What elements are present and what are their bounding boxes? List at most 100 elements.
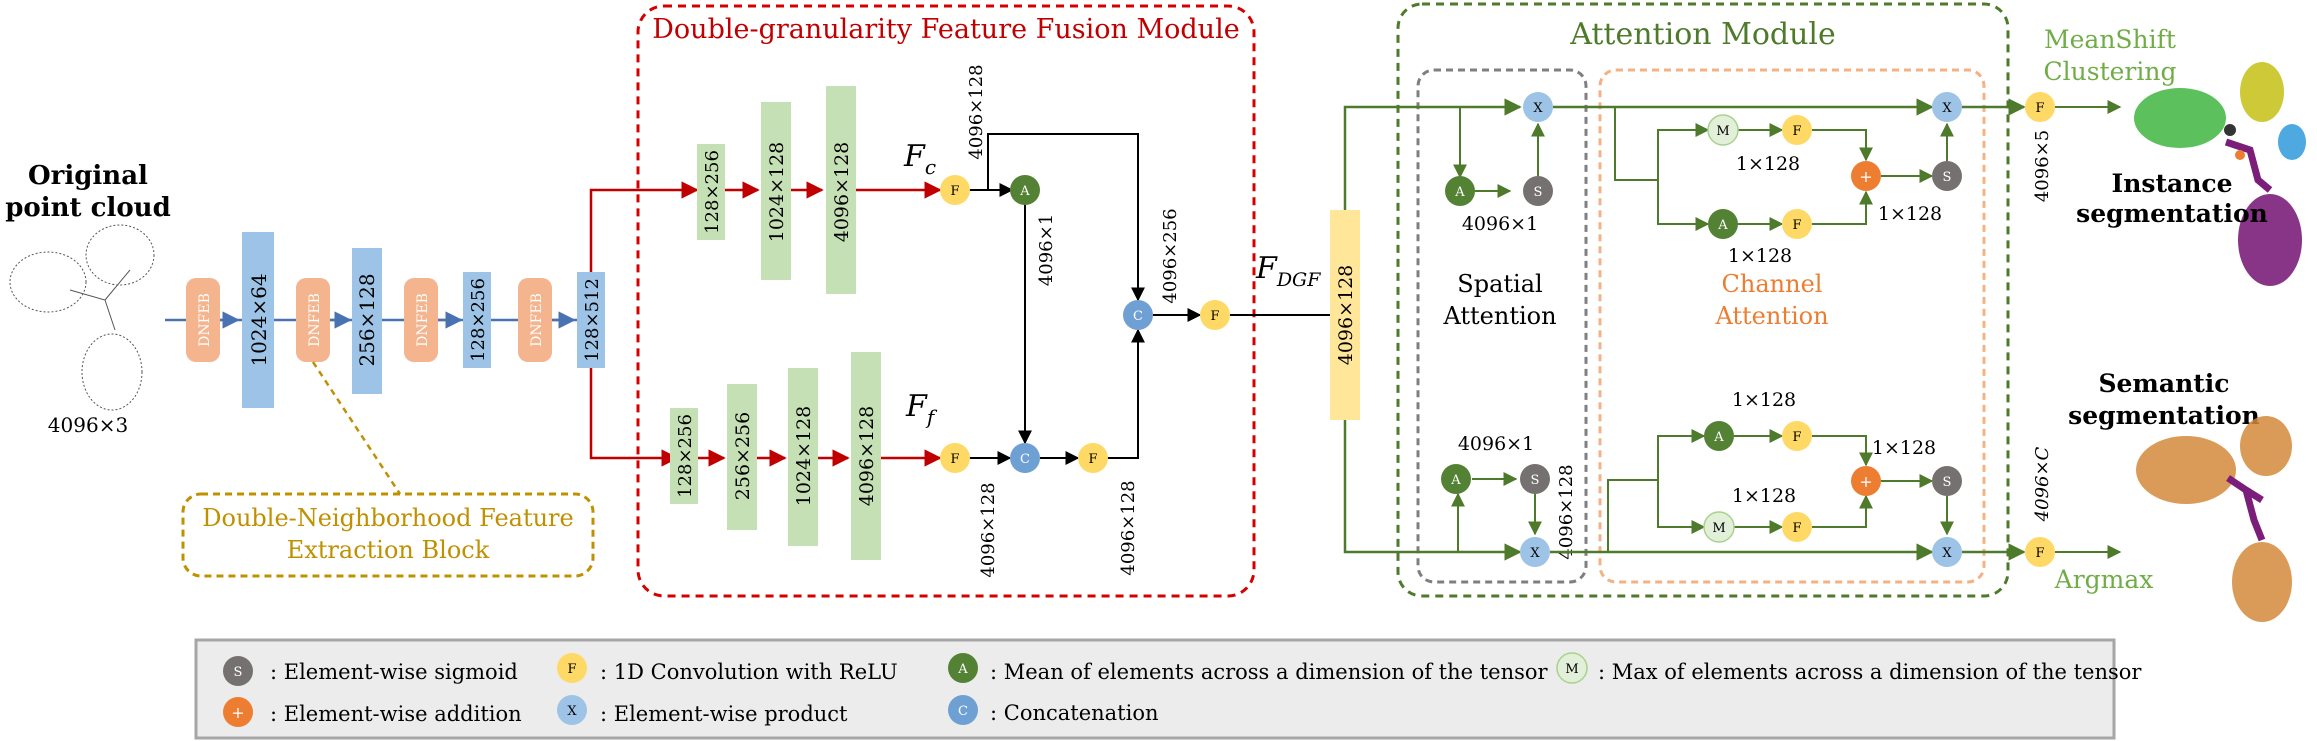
svg-text:128×256: 128×256: [675, 414, 696, 498]
svg-text:F: F: [1792, 430, 1801, 445]
dim-top-mean: 4096×1: [1462, 213, 1538, 235]
top-spatial-sigmoid-node: S: [1523, 176, 1553, 206]
top-channel-split: [1614, 107, 1658, 181]
fine-block-4096x128: 4096×128: [851, 352, 881, 560]
channel-label-line2: Attention: [1714, 302, 1828, 330]
branch-to-fine: [589, 368, 679, 467]
svg-text:F: F: [1792, 124, 1801, 139]
svg-text:F: F: [950, 184, 959, 199]
feature-block-128x256: 128×256: [463, 272, 491, 368]
svg-text:4096×128: 4096×128: [1335, 265, 1357, 366]
legend-product: X : Element-wise product: [557, 695, 848, 726]
dim-ch-bot-mean: 1×128: [1732, 389, 1796, 411]
conv-icon: [557, 653, 587, 683]
top-channel-to-max: [1657, 123, 1710, 180]
dnfeb-4: DNFEB: [518, 278, 552, 362]
bottom-channel-mean-node: A: [1704, 421, 1734, 451]
bottom-channel-max-node: M: [1703, 511, 1735, 543]
top-channel-max-node: M: [1707, 114, 1739, 146]
concat-node-1: C: [1010, 443, 1040, 473]
svg-text:DNFEB: DNFEB: [307, 293, 323, 347]
sigmoid-icon: [223, 656, 253, 686]
fdgf-block: 4096×128: [1330, 210, 1360, 420]
svg-text:1024×64: 1024×64: [247, 273, 271, 366]
conv-node-final: F: [1200, 300, 1230, 330]
fine-block-1024x128: 1024×128: [788, 368, 818, 546]
svg-text:S: S: [1943, 170, 1952, 185]
dnfeb-1: DNFEB: [186, 278, 220, 362]
top-channel-add-node: +: [1851, 161, 1881, 191]
spatial-attention-border: [1416, 68, 1588, 584]
svg-text:S: S: [1943, 475, 1952, 490]
meanshift-line2: Clustering: [2044, 57, 2177, 86]
arrow-conv-to-concat2: [1107, 328, 1145, 459]
svg-text:F: F: [567, 662, 576, 677]
conv-node-ff: F: [940, 443, 970, 473]
svg-text:C: C: [1133, 309, 1143, 324]
meanshift-line1: MeanShift: [2044, 25, 2176, 54]
input-cloud-sketch: [9, 224, 155, 411]
svg-text:256×128: 256×128: [355, 273, 379, 366]
fc-label: Fc: [903, 139, 936, 179]
top-output-conv: F: [2025, 92, 2055, 122]
svg-text:: Mean of elements across a di: : Mean of elements across a dimension of…: [990, 660, 1549, 684]
dgf-module: Double-granularity Feature Fusion Module…: [589, 4, 1256, 598]
feature-block-128x512: 128×512: [577, 272, 605, 368]
instance-line1: Instance: [2112, 169, 2233, 198]
legend-sigmoid: S : Element-wise sigmoid: [223, 656, 518, 686]
dim-out-bottom: 4096×C: [2032, 446, 2053, 522]
fine-block-128x256: 128×256: [670, 408, 698, 504]
top-spatial-product-node: X: [1523, 92, 1553, 122]
top-channel-mean-node: A: [1708, 209, 1738, 239]
svg-text:: Concatenation: : Concatenation: [990, 701, 1159, 725]
spatial-label-line1: Spatial: [1457, 270, 1542, 298]
dim-ch-bot-max: 1×128: [1732, 485, 1796, 507]
svg-text:F: F: [1088, 452, 1097, 467]
bottom-channel-product-node: X: [1932, 537, 1962, 567]
svg-text:S: S: [234, 665, 243, 680]
dim-ch-top-add: 1×128: [1878, 203, 1942, 225]
svg-text:M: M: [1716, 124, 1729, 139]
dim-mean: 4096×1: [1036, 214, 1057, 286]
channel-label-line1: Channel: [1722, 270, 1823, 298]
dim-bottom-mean: 4096×1: [1458, 433, 1534, 455]
svg-text:A: A: [1019, 184, 1030, 199]
input-size: 4096×3: [48, 413, 128, 437]
spatial-label-line2: Attention: [1442, 302, 1556, 330]
svg-text:A: A: [1450, 473, 1461, 488]
svg-text:128×512: 128×512: [582, 278, 603, 362]
svg-text:DNFEB: DNFEB: [529, 293, 545, 347]
svg-text:M: M: [1712, 521, 1725, 536]
svg-text:X: X: [1530, 546, 1540, 561]
bottom-output-conv: F: [2025, 537, 2055, 567]
conv-node-fc: F: [940, 175, 970, 205]
original-point-cloud: Original point cloud 4096×3: [5, 161, 171, 437]
svg-text:F: F: [1210, 309, 1219, 324]
callout-line1: Double-Neighborhood Feature: [202, 504, 573, 532]
bottom-conv2-to-add: [1812, 494, 1873, 528]
dgf-title: Double-granularity Feature Fusion Module: [652, 14, 1239, 45]
bottom-channel-sigmoid-node: S: [1932, 466, 1962, 496]
svg-text:A: A: [1713, 430, 1724, 445]
svg-text:4096×128: 4096×128: [831, 142, 853, 243]
semantic-line1: Semantic: [2098, 369, 2229, 398]
svg-text:: Element-wise sigmoid: : Element-wise sigmoid: [270, 660, 518, 684]
fdgf-to-top-spatial-x: [1343, 98, 1522, 210]
output-heads: F F 4096×5 4096×C MeanShift Clustering A…: [1962, 25, 2176, 594]
attention-module: Attention Module Spatial Attention Chann…: [1343, 2, 2010, 598]
top-channel-to-mean: [1657, 180, 1710, 231]
bottom-channel-split: [1607, 479, 1658, 552]
addition-icon: [223, 697, 253, 727]
encoder: DNFEB 1024×64 DNFEB 256×128 DNFEB 128×25…: [165, 232, 605, 578]
svg-text:C: C: [1020, 452, 1030, 467]
dim-fc-out: 4096×128: [966, 64, 987, 159]
bottom-channel-conv-2: F: [1782, 512, 1812, 542]
dim-ch-top-max: 1×128: [1736, 153, 1800, 175]
fdgf-to-bottom-spatial-x: [1343, 420, 1522, 561]
svg-text:X: X: [1942, 101, 1952, 116]
svg-text:S: S: [1531, 473, 1540, 488]
svg-text:+: +: [1859, 167, 1872, 186]
svg-text:A: A: [1454, 185, 1465, 200]
svg-text:S: S: [1534, 185, 1543, 200]
mean-icon: [948, 653, 978, 683]
